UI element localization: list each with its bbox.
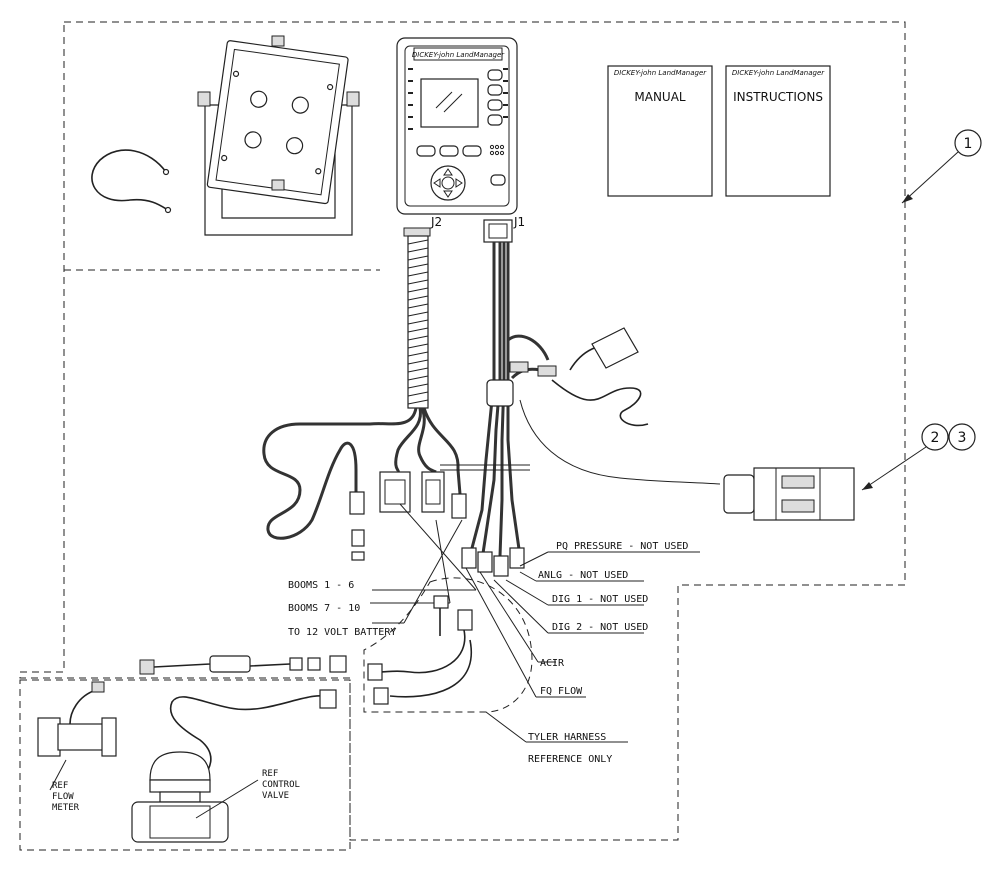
label-anlg: ANLG - NOT USED (538, 570, 628, 581)
svg-text:3: 3 (958, 430, 967, 446)
svg-text:2: 2 (931, 430, 940, 446)
ref-flow-meter (37, 681, 117, 791)
label-ref-valve-1: REF (262, 769, 278, 779)
console-key-c[interactable] (462, 145, 482, 157)
console-dots (489, 144, 505, 156)
label-tyler-harness: TYLER HARNESS (528, 732, 606, 743)
label-reference-only: REFERENCE ONLY (528, 754, 612, 765)
balloon-3: 3 (861, 423, 976, 491)
label-fq-flow: FQ FLOW (540, 686, 583, 697)
svg-text:DICKEY-john LandManager: DICKEY-john LandManager (614, 69, 707, 77)
j1-harness (440, 219, 721, 577)
console-power-key[interactable] (490, 174, 506, 186)
console-direction-pad[interactable] (430, 165, 466, 201)
balloon-2: 2 (921, 423, 949, 451)
kit-boundary (19, 21, 906, 841)
j2-harness (262, 227, 467, 561)
svg-text:1: 1 (964, 136, 973, 152)
console-key-a[interactable] (416, 145, 436, 157)
label-booms-7-10: BOOMS 7 - 10 (288, 603, 360, 614)
label-ref-flow-3: METER (52, 803, 80, 813)
tyler-harness (363, 577, 533, 713)
label-dig2: DIG 2 - NOT USED (552, 622, 648, 633)
ground-strap (91, 149, 172, 214)
label-pq-pressure: PQ PRESSURE - NOT USED (556, 541, 688, 552)
callout-leaders (370, 503, 700, 743)
j1-label: J1 (513, 215, 525, 229)
console-key-4[interactable] (487, 114, 503, 126)
instructions-title: INSTRUCTIONS (733, 90, 823, 104)
label-battery: TO 12 VOLT BATTERY (288, 627, 396, 638)
label-ref-flow-1: REF (52, 781, 68, 791)
ref-control-valve (131, 689, 337, 843)
reference-cable (139, 655, 347, 675)
svg-text:DICKEY-john LandManager: DICKEY-john LandManager (732, 69, 825, 77)
label-booms-1-6: BOOMS 1 - 6 (288, 580, 354, 591)
mounting-bracket (197, 35, 360, 236)
flow-meter-assembly (723, 467, 855, 521)
j2-label: J2 (430, 215, 442, 229)
balloon-1: 1 (901, 129, 982, 204)
manual-book: DICKEY-john LandManager MANUAL (607, 65, 713, 197)
label-ref-flow-2: FLOW (52, 792, 74, 802)
label-ref-valve-2: CONTROL (262, 780, 300, 790)
reference-box (19, 679, 351, 851)
label-acir: ACIR (540, 658, 565, 669)
console-key-down[interactable] (487, 99, 503, 111)
console-brand: DICKEY-john LandManager (412, 51, 505, 59)
manual-title: MANUAL (634, 90, 686, 104)
console-side-leds (408, 68, 508, 130)
label-dig1: DIG 1 - NOT USED (552, 594, 648, 605)
instructions-book: DICKEY-john LandManager INSTRUCTIONS (725, 65, 831, 197)
console-screen (420, 78, 479, 128)
console-key-up[interactable] (487, 84, 503, 96)
console-key-1[interactable] (487, 69, 503, 81)
console-key-b[interactable] (439, 145, 459, 157)
label-ref-valve-3: VALVE (262, 791, 289, 801)
console-unit: DICKEY-john LandManager (396, 37, 518, 215)
